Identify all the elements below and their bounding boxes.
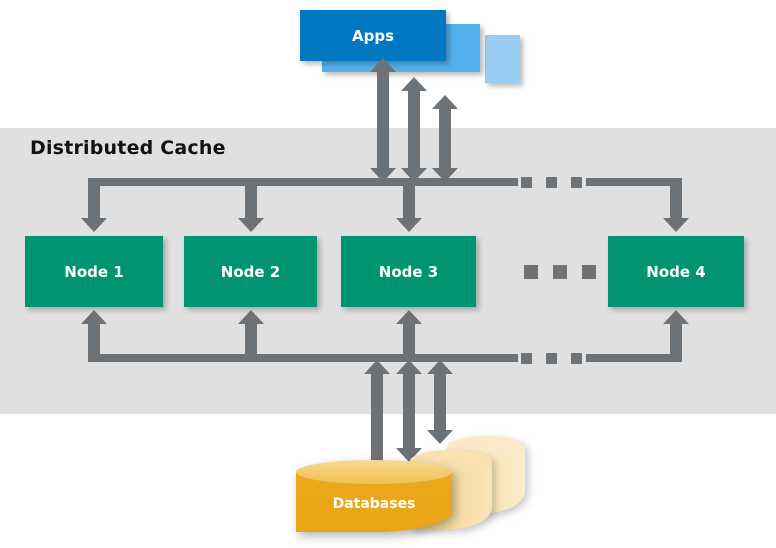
top-bus-right-segment — [586, 178, 682, 186]
arrowhead-down-icon — [663, 218, 689, 232]
node-3[interactable]: Node 3 — [341, 236, 476, 307]
node-4-label: Node 4 — [646, 262, 706, 281]
arrowhead-up-icon — [81, 310, 107, 324]
node-1[interactable]: Node 1 — [25, 236, 163, 307]
node-2-to-bus-arrow — [238, 310, 264, 362]
ellipsis-dot — [521, 177, 532, 188]
arrowhead-up-icon — [401, 77, 427, 91]
arrow-stem — [245, 178, 257, 218]
node-1-to-bus-arrow — [81, 310, 107, 362]
arrowhead-up-icon — [396, 360, 422, 374]
nodes-ellipsis — [524, 265, 596, 279]
arrowhead-down-icon — [427, 430, 453, 444]
arrowhead-up-icon — [663, 310, 689, 324]
node-2[interactable]: Node 2 — [184, 236, 317, 307]
apps-box-front[interactable] — [300, 10, 446, 61]
bus-to-node-2-arrow — [238, 178, 264, 232]
ellipsis-dot — [553, 265, 567, 279]
arrow-stem — [377, 71, 389, 169]
bottom-bus-left-segment — [90, 354, 518, 362]
ellipsis-dot — [571, 353, 582, 364]
databases-label: Databases — [332, 496, 416, 512]
bus-to-node-4-arrow — [663, 178, 689, 232]
arrow-stem — [371, 373, 383, 469]
arrowhead-down-icon — [396, 218, 422, 232]
apps-label: Apps — [351, 26, 394, 45]
arrow-stem — [88, 323, 100, 362]
node-2-label: Node 2 — [220, 262, 281, 281]
bottom-bus-ellipsis — [521, 353, 582, 364]
ellipsis-dot — [546, 353, 557, 364]
apps-cache-arrow-3 — [432, 95, 458, 182]
apps-cache-arrow-1 — [370, 58, 396, 182]
arrow-stem — [403, 178, 415, 218]
node-4-to-bus-arrow — [663, 310, 689, 362]
cache-database-arrow-3 — [427, 360, 453, 444]
bottom-bus-right-segment — [586, 354, 682, 362]
arrow-stem — [245, 323, 257, 362]
arrowhead-up-icon — [370, 58, 396, 72]
apps-cache-arrow-2 — [401, 77, 427, 182]
cylinder-top — [296, 460, 452, 484]
arrowhead-up-icon — [238, 310, 264, 324]
ellipsis-dot — [521, 353, 532, 364]
node-4[interactable]: Node 4 — [608, 236, 744, 307]
arrow-stem — [403, 373, 415, 449]
arrow-stem — [403, 323, 415, 362]
node-3-to-bus-arrow — [396, 310, 422, 362]
arrowhead-down-icon — [81, 218, 107, 232]
cache-database-arrow-2 — [396, 360, 422, 462]
arrow-stem — [88, 178, 100, 218]
arrowhead-up-icon — [396, 310, 422, 324]
arrow-stem — [670, 323, 682, 362]
arrow-stem — [408, 90, 420, 169]
node-3-label: Node 3 — [378, 262, 439, 281]
arrowhead-up-icon — [432, 95, 458, 109]
node-1-label: Node 1 — [64, 262, 124, 281]
distributed-cache-label: Distributed Cache — [30, 137, 226, 159]
bus-to-node-1-arrow — [81, 178, 107, 232]
ellipsis-dot — [546, 177, 557, 188]
arrow-stem — [670, 178, 682, 218]
top-bus-left-segment — [90, 178, 518, 186]
apps-box-back — [485, 35, 520, 83]
ellipsis-dot — [571, 177, 582, 188]
arrowhead-down-icon — [238, 218, 264, 232]
arrow-stem — [439, 108, 451, 169]
bus-to-node-3-arrow — [396, 178, 422, 232]
top-bus-ellipsis — [521, 177, 582, 188]
ellipsis-dot — [524, 265, 538, 279]
arrowhead-up-icon — [364, 360, 390, 374]
ellipsis-dot — [582, 265, 596, 279]
database-cylinder-front[interactable] — [296, 460, 452, 544]
arrowhead-up-icon — [427, 360, 453, 374]
arrow-stem — [434, 373, 446, 431]
